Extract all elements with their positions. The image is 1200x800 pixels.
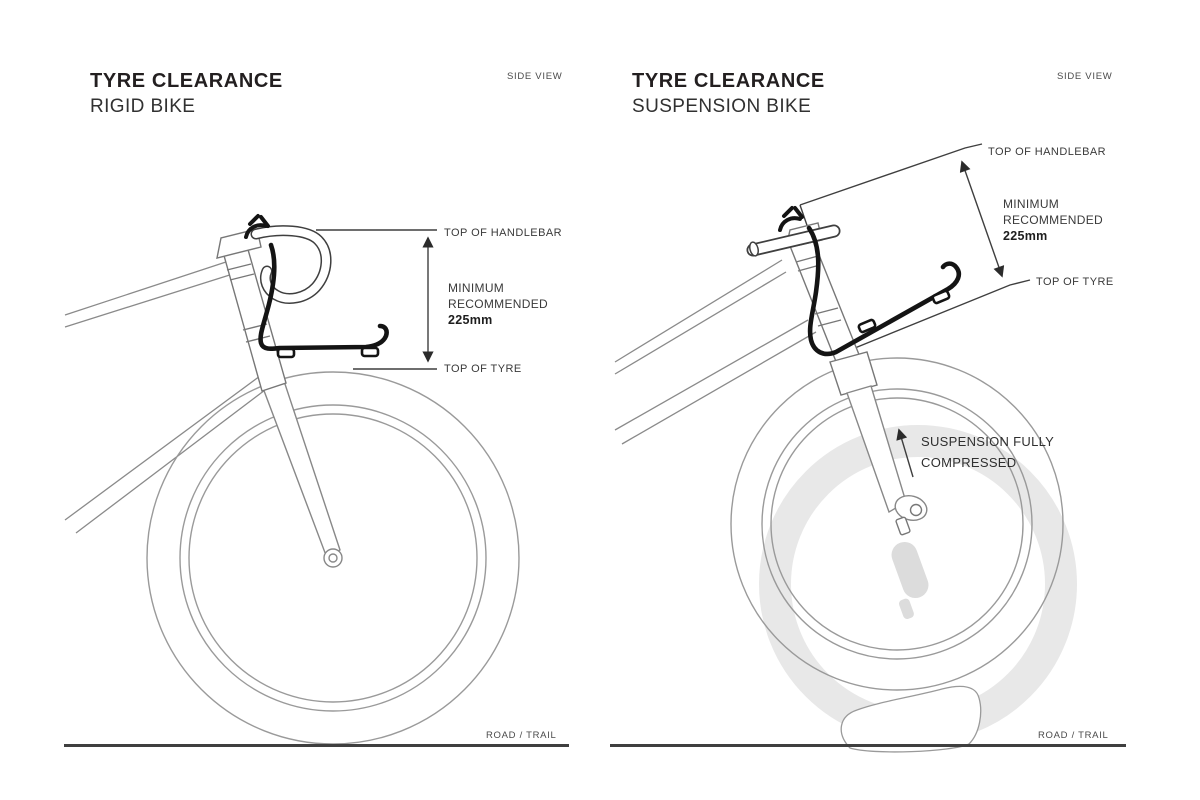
compressed-tyre-contact-patch	[840, 685, 982, 753]
mount-foot	[931, 289, 951, 305]
front-wheel	[730, 357, 1064, 691]
panel-title: TYRE CLEARANCE	[632, 70, 825, 92]
dimension-annotations	[316, 229, 437, 370]
ground-label: ROAD / TRAIL	[486, 730, 557, 741]
rigid-bike-drawing	[64, 214, 520, 745]
mount-foot	[360, 346, 380, 358]
suspension-fork	[785, 222, 928, 536]
panel-subtitle: RIGID BIKE	[90, 96, 196, 117]
top-of-tyre-label: TOP OF TYRE	[444, 363, 522, 375]
panel-title: TYRE CLEARANCE	[90, 70, 283, 92]
recommended-label: RECOMMENDED	[448, 297, 548, 311]
panel-subtitle: SUSPENSION BIKE	[632, 96, 812, 117]
ground-line-right	[610, 744, 1126, 747]
mount-foot	[857, 318, 877, 334]
suspension-note: SUSPENSION FULLY COMPRESSED	[921, 431, 1054, 473]
dimension-arrow	[959, 160, 1005, 278]
axle-tab	[895, 516, 911, 536]
rigid-fork	[262, 380, 343, 568]
top-of-handlebar-label: TOP OF HANDLEBAR	[988, 146, 1107, 158]
suspension-note-line2: COMPRESSED	[921, 455, 1017, 470]
mount-foot	[276, 347, 296, 359]
ground-label: ROAD / TRAIL	[1038, 730, 1109, 741]
suspension-arrow	[896, 428, 914, 478]
head-tube	[216, 228, 287, 392]
minimum-label: MINIMUM	[1003, 197, 1060, 211]
handlebar-mount-bracket	[244, 214, 389, 359]
side-view-label: SIDE VIEW	[1057, 71, 1113, 82]
side-view-label: SIDE VIEW	[507, 71, 563, 82]
clearance-value: 225mm	[448, 313, 493, 327]
frame-tubes	[614, 259, 817, 445]
clearance-value: 225mm	[1003, 229, 1048, 243]
handlebar-mount-bracket	[778, 206, 962, 357]
suspension-note-line1: SUSPENSION FULLY	[921, 434, 1055, 449]
recommended-label: RECOMMENDED	[1003, 213, 1103, 227]
minimum-recommended-block: MINIMUM RECOMMENDED 225mm	[448, 280, 548, 328]
dimension-annotations	[896, 160, 1005, 478]
flat-handlebar-icon	[746, 224, 841, 257]
minimum-recommended-block: MINIMUM RECOMMENDED 225mm	[1003, 196, 1103, 244]
minimum-label: MINIMUM	[448, 281, 505, 295]
drop-handlebar-icon	[250, 225, 332, 304]
top-of-handlebar-label: TOP OF HANDLEBAR	[444, 227, 563, 239]
frame-tubes	[64, 259, 270, 534]
ground-line-left	[64, 744, 569, 747]
top-of-tyre-label: TOP OF TYRE	[1036, 276, 1114, 288]
fork-crown	[829, 351, 878, 396]
suspension-bike-drawing	[614, 143, 1077, 753]
